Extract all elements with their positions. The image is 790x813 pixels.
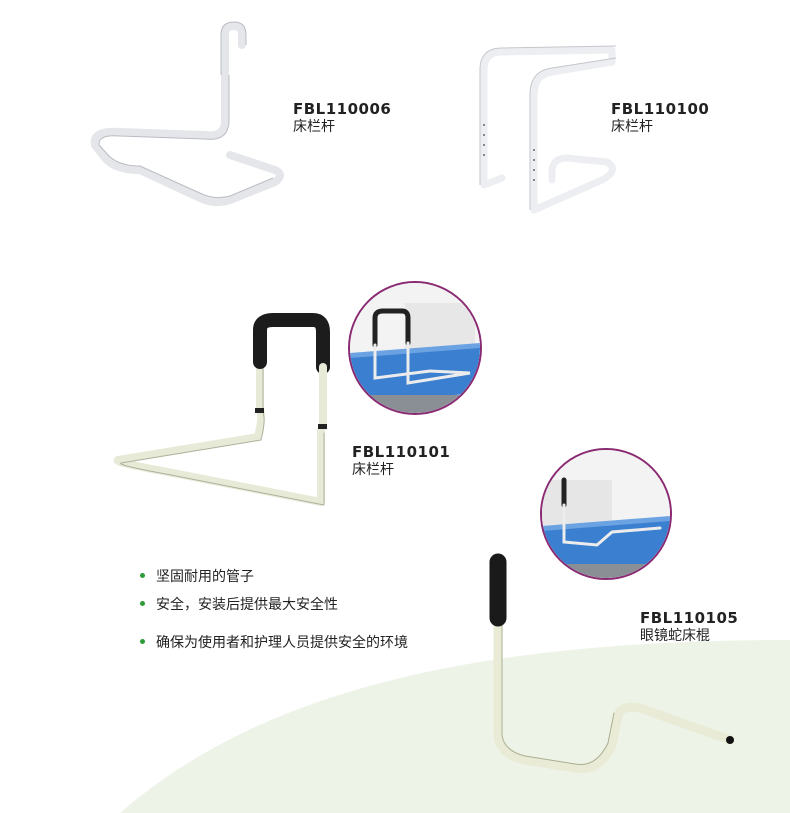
bed-rail-fbl110101-installed-photo bbox=[348, 281, 482, 415]
bed-rail-fbl110101-image bbox=[113, 313, 330, 506]
bed-rail-fbl110105-installed-photo bbox=[540, 448, 672, 580]
bullet-icon bbox=[140, 601, 145, 606]
product-name: 床栏杆 bbox=[352, 461, 394, 478]
bed-rail-fbl110100-image bbox=[479, 45, 617, 214]
bed-rail-fbl110006-image bbox=[90, 21, 284, 207]
product-code: FBL110101 bbox=[352, 443, 451, 461]
product-code: FBL110100 bbox=[611, 100, 710, 118]
product-code: FBL110105 bbox=[640, 609, 739, 627]
product-label-fbl110105: FBL110105 眼镜蛇床棍 bbox=[640, 609, 738, 645]
product-code: FBL110006 bbox=[293, 100, 392, 118]
feature-text: 安全，安装后提供最大安全性 bbox=[156, 597, 338, 613]
product-label-fbl110101: FBL110101 床栏杆 bbox=[352, 443, 450, 479]
product-name: 床栏杆 bbox=[611, 118, 653, 135]
installed-scene-illustration bbox=[542, 450, 670, 578]
cobra-bed-cane-fbl110105-image bbox=[489, 553, 735, 774]
bullet-icon bbox=[140, 639, 145, 644]
feature-text: 坚固耐用的管子 bbox=[156, 569, 254, 585]
bullet-icon bbox=[140, 573, 145, 578]
product-label-fbl110006: FBL110006 床栏杆 bbox=[293, 100, 391, 136]
product-label-fbl110100: FBL110100 床栏杆 bbox=[611, 100, 709, 136]
product-name: 眼镜蛇床棍 bbox=[640, 627, 710, 644]
product-name: 床栏杆 bbox=[293, 118, 335, 135]
installed-scene-illustration bbox=[350, 283, 480, 413]
feature-text: 确保为使用者和护理人员提供安全的环境 bbox=[156, 635, 408, 651]
